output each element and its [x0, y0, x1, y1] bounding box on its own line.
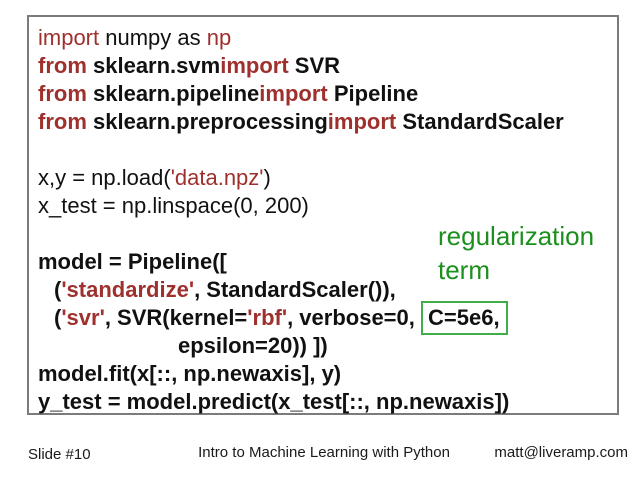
code-segment: 'rbf': [247, 305, 288, 330]
code-segment: sklearn.svm: [86, 53, 221, 78]
code-segment: numpy as: [99, 25, 207, 50]
code-segment: from: [38, 109, 87, 134]
code-line: epsilon=20)) ]): [38, 332, 617, 360]
code-line: from sklearn.preprocessingimport Standar…: [38, 108, 617, 136]
code-segment: x,y = np.load(: [38, 165, 171, 190]
code-segment: import: [220, 53, 289, 78]
author-email: matt@liveramp.com: [494, 444, 628, 461]
code-line: [38, 136, 617, 164]
code-line: y_test = model.predict(x_test[::, np.new…: [38, 388, 617, 416]
footer: Slide #10 Intro to Machine Learning with…: [0, 444, 638, 466]
code-line: import numpy as np: [38, 24, 617, 52]
code-segment: 'svr': [61, 305, 105, 330]
code-segment: , SVR(kernel=: [104, 305, 248, 330]
code-segment: from: [38, 53, 87, 78]
slide-number: Slide #10: [28, 446, 91, 463]
code-segment: sklearn.pipeline: [86, 81, 260, 106]
code-segment: model = Pipeline([: [38, 249, 227, 274]
code-segment: from: [38, 81, 87, 106]
code-segment: 'standardize': [61, 277, 195, 302]
deck-title: Intro to Machine Learning with Python: [198, 444, 450, 461]
code-segment: Pipeline: [327, 81, 419, 106]
code-line: x_test = np.linspace(0, 200): [38, 192, 617, 220]
code-segment: SVR: [288, 53, 341, 78]
c-parameter-highlight: C=5e6,: [421, 301, 508, 335]
code-line: model.fit(x[::, np.newaxis], y): [38, 360, 617, 388]
code-segment: StandardScaler: [396, 109, 564, 134]
code-segment: model.fit(x[::, np.newaxis], y): [38, 361, 342, 386]
code-segment: epsilon=20)) ]): [178, 333, 328, 358]
code-line: ('svr', SVR(kernel='rbf', verbose=0, C=5…: [38, 301, 617, 335]
code-line: x,y = np.load('data.npz'): [38, 164, 617, 192]
code-segment: import: [38, 25, 100, 50]
code-segment: import: [327, 109, 397, 134]
code-segment: (: [54, 277, 62, 302]
code-segment: , verbose=0,: [287, 305, 421, 330]
code-segment: (: [54, 305, 62, 330]
code-line: ('standardize', StandardScaler()),: [38, 276, 617, 304]
code-line: model = Pipeline([: [38, 248, 617, 276]
code-segment: import: [259, 81, 328, 106]
code-segment: np: [206, 25, 232, 50]
code-segment: sklearn.preprocessing: [86, 109, 328, 134]
code-segment: ): [263, 165, 271, 190]
code-segment: y_test = model.predict(x_test[::, np.new…: [38, 389, 510, 414]
code-line: from sklearn.pipelineimport Pipeline: [38, 80, 617, 108]
regularization-annotation: regularization term: [438, 221, 595, 285]
code-line: from sklearn.svmimport SVR: [38, 52, 617, 80]
code-segment: , StandardScaler()),: [194, 277, 396, 302]
code-segment: x_test = np.linspace(0, 200): [38, 193, 309, 218]
code-segment: 'data.npz': [170, 165, 264, 190]
